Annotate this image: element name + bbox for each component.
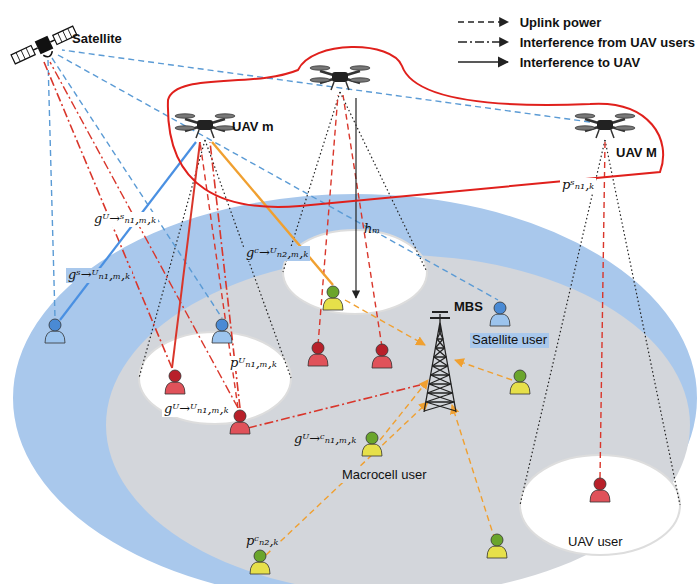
math-label: pˢₙ₁,ₖ — [560, 178, 596, 193]
uav-coverage — [520, 455, 680, 555]
coverage-cone-line — [520, 140, 605, 505]
coverage-cone-line — [605, 140, 680, 505]
highlight-outline — [168, 47, 663, 207]
text-label: Satellite user — [470, 333, 549, 348]
coverage-cone-line — [139, 140, 205, 378]
legend-row: Interference to UAV — [456, 52, 695, 72]
signal-line — [455, 360, 512, 380]
math-label: gᵁ→ˢₙ₁,ₘ,ₖ — [92, 212, 158, 227]
math-label: gᵁ→ᶜₙ₁,ₘ,ₖ — [292, 432, 358, 447]
legend-row: Uplink power — [456, 12, 695, 32]
user-icon — [323, 286, 343, 310]
text-label: Macrocell user — [340, 468, 429, 483]
coverage-cone-line — [340, 92, 427, 272]
text-label: MBS — [452, 300, 485, 315]
legend-line-sample — [456, 56, 512, 68]
signal-line — [212, 142, 333, 285]
signal-line — [48, 60, 55, 318]
satellite-icon — [10, 24, 80, 70]
user-icon — [372, 344, 392, 368]
math-label: gᵁ→ᵁₙ₁,ₘ,ₖ — [162, 402, 230, 417]
legend-line-sample — [456, 16, 512, 28]
signal-line — [50, 62, 238, 408]
text-label: UAV user — [566, 535, 625, 550]
user-icon — [590, 478, 610, 502]
legend-line-sample — [456, 36, 512, 48]
signal-line — [52, 58, 222, 318]
math-label: gˢ→ᵁₙ₁,ₘ,ₖ — [66, 268, 132, 283]
legend: Uplink powerInterference from UAV usersI… — [456, 12, 695, 72]
signal-line — [44, 62, 172, 368]
text-label: Satellite — [70, 32, 124, 47]
signal-line — [172, 142, 200, 368]
uav-icon — [175, 114, 235, 138]
base-station-tower — [424, 312, 456, 412]
signal-line — [452, 405, 495, 540]
legend-text: Interference to UAV — [520, 55, 640, 70]
user-icon — [308, 342, 328, 366]
user-icon — [230, 410, 250, 434]
math-label: hₘ — [362, 222, 382, 237]
signal-line — [380, 380, 428, 440]
legend-text: Interference from UAV users — [520, 35, 695, 50]
signal-line — [62, 50, 590, 122]
text-label: UAV M — [614, 146, 659, 161]
signal-line — [600, 142, 605, 478]
uav-icon — [310, 66, 370, 90]
user-icon — [250, 550, 270, 574]
user-icon — [212, 319, 232, 343]
math-label: pᶜₙ₂,ₖ — [244, 534, 280, 549]
legend-row: Interference from UAV users — [456, 32, 695, 52]
text-label: UAV m — [230, 120, 276, 135]
signal-line — [60, 142, 196, 320]
user-icon — [510, 370, 530, 394]
math-label: pᵁₙ₁,ₘ,ₖ — [228, 356, 279, 371]
signal-line — [345, 300, 425, 345]
uav-coverage — [283, 230, 427, 314]
user-icon — [490, 302, 510, 326]
uav-coverage — [139, 332, 291, 424]
user-icon — [362, 432, 382, 456]
signal-line — [343, 95, 382, 347]
math-label: gᶜ→ᵁₙ₂,ₘ,ₖ — [244, 246, 310, 261]
legend-text: Uplink power — [520, 15, 602, 30]
signal-line — [266, 402, 428, 555]
user-icon — [165, 370, 185, 394]
height-arrow — [355, 98, 356, 298]
uav-icon — [575, 114, 635, 138]
satellite-coverage — [12, 193, 698, 584]
user-icon — [45, 319, 65, 343]
user-icon — [487, 534, 507, 558]
